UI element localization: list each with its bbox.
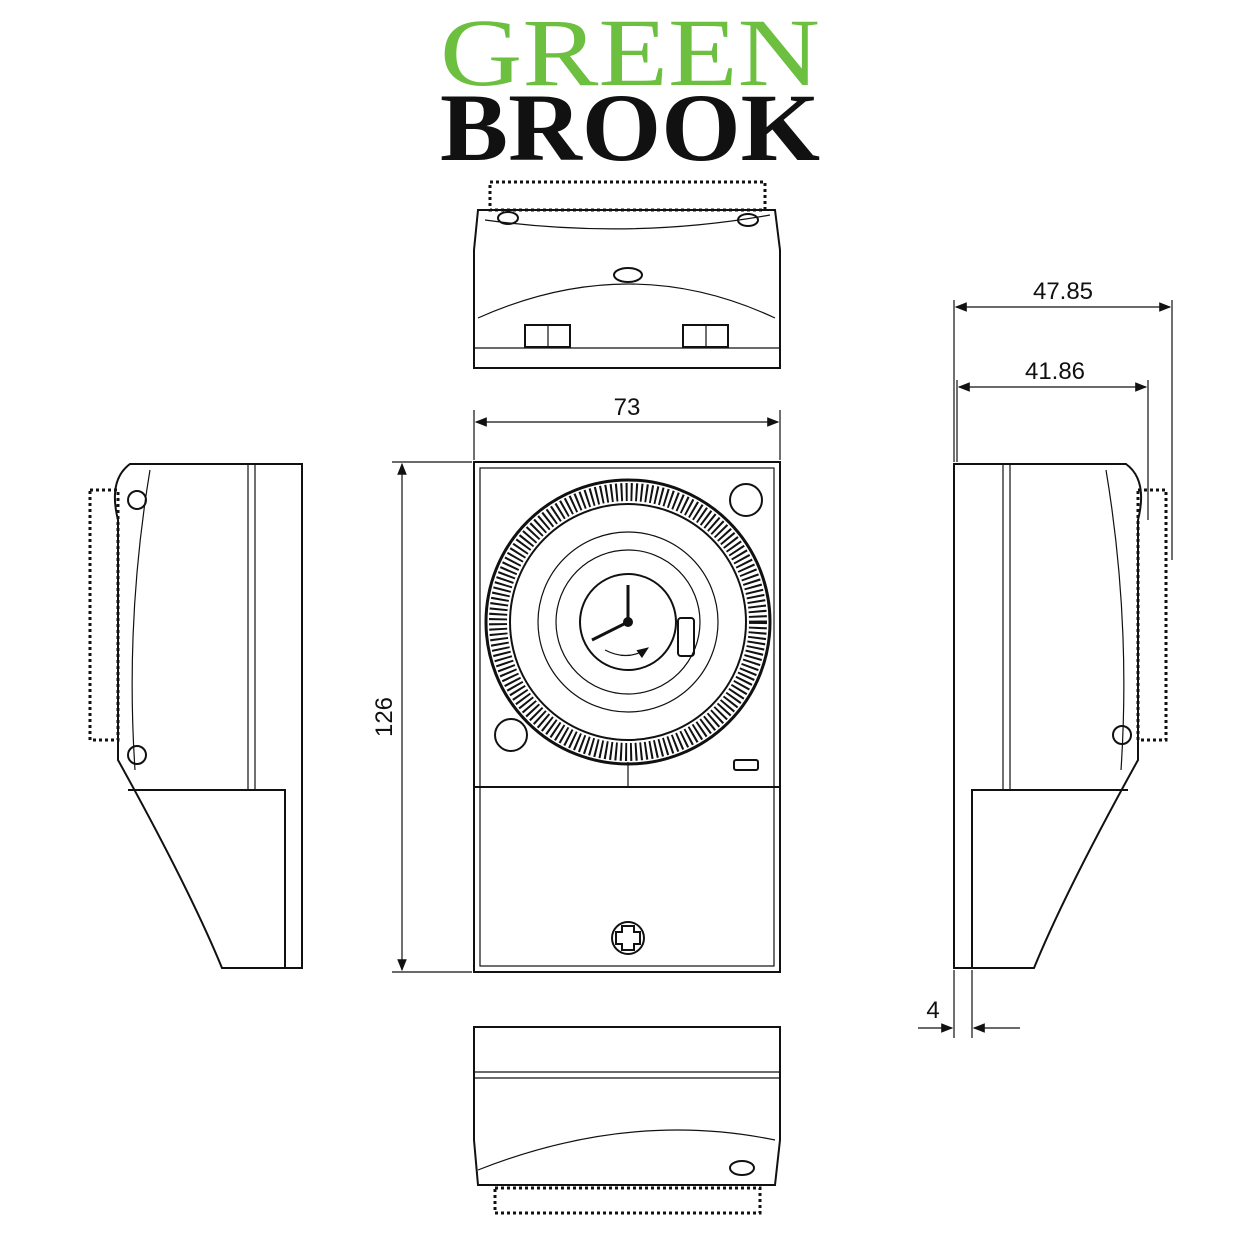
dimension-depth-body: 41.86 — [956, 358, 1149, 520]
dimension-depth-body-label: 41.86 — [1025, 358, 1085, 385]
dimension-back-offset: 4 — [918, 970, 1020, 1038]
dimension-depth-total: 47.85 — [953, 278, 1173, 560]
logo-brook-text: BROOK — [440, 74, 820, 170]
front-view — [473, 461, 781, 973]
green-brook-logo: GREEN BROOK — [440, 10, 820, 170]
dimension-back-offset-label: 4 — [926, 997, 939, 1024]
bottom-view — [473, 1026, 781, 1215]
dimension-depth-total-label: 47.85 — [1033, 278, 1093, 305]
logo-green-text: GREEN — [440, 10, 820, 106]
left-side-view — [88, 463, 303, 969]
timer-dial[interactable] — [484, 478, 772, 766]
screw-icon — [611, 921, 645, 955]
dimension-width-label: 73 — [614, 394, 641, 421]
dimension-height-label: 126 — [371, 697, 398, 737]
minute-hand — [591, 620, 629, 642]
right-side-view — [953, 463, 1168, 969]
top-view — [473, 180, 781, 369]
override-switch — [677, 617, 695, 657]
dimension-width: 73 — [473, 394, 781, 460]
dimension-height: 126 — [371, 461, 472, 973]
